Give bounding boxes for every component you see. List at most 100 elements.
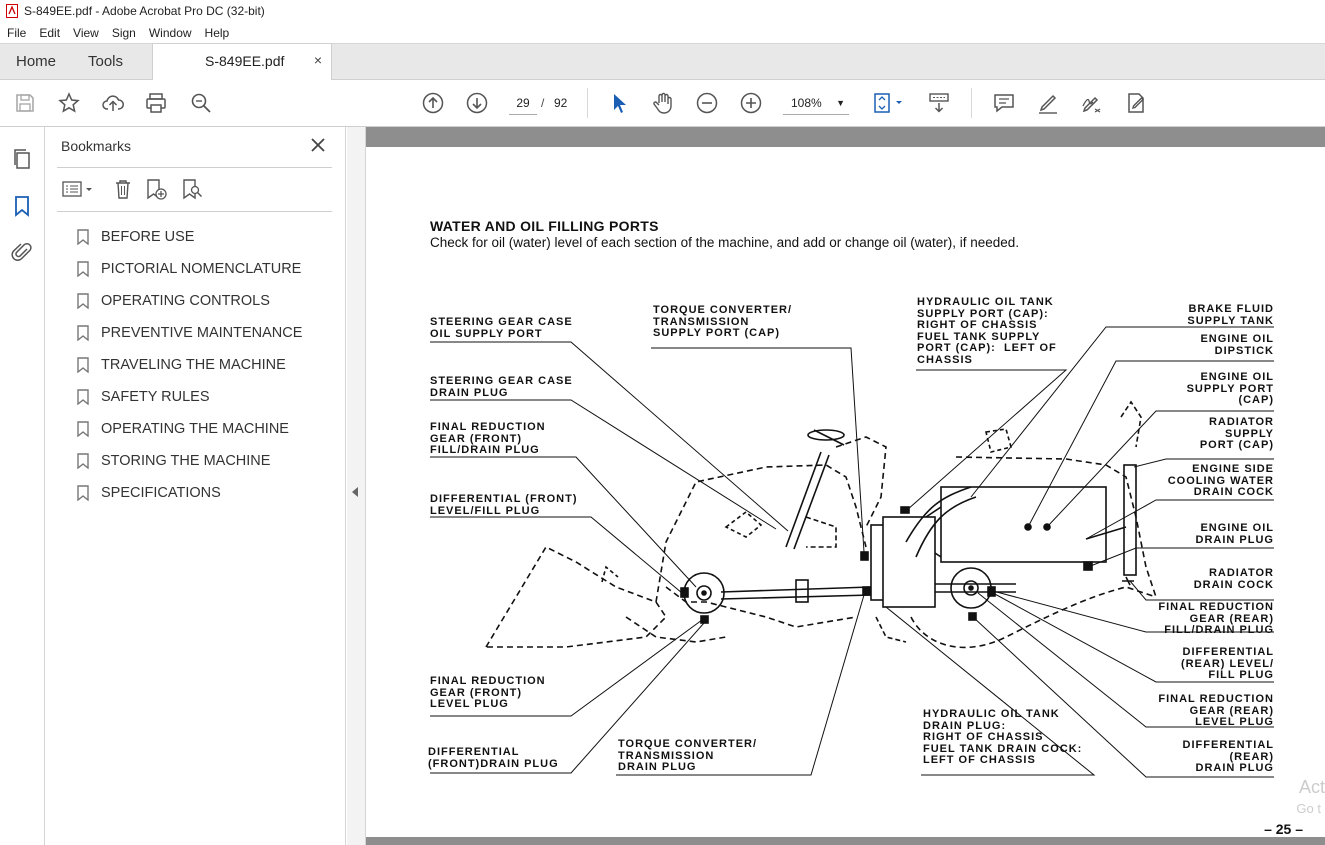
label-hydraulic-tank-supply: HYDRAULIC OIL TANK SUPPLY PORT (CAP): RI… — [917, 296, 1057, 366]
bookmark-item[interactable]: STORING THE MACHINE — [77, 445, 302, 477]
zoom-level-value: 108% — [791, 96, 822, 110]
menu-edit[interactable]: Edit — [39, 25, 61, 40]
zoom-in-icon[interactable] — [739, 91, 763, 115]
menu-help[interactable]: Help — [204, 25, 230, 40]
page-heading: WATER AND OIL FILLING PORTS — [430, 218, 659, 234]
menu-bar: File Edit View Sign Window Help — [0, 22, 1325, 43]
label-engine-side-drain: ENGINE SIDE COOLING WATER DRAIN COCK — [1167, 463, 1274, 498]
fill-sign-icon[interactable] — [1124, 91, 1148, 115]
label-final-reduction-front-fill: FINAL REDUCTION GEAR (FRONT) FILL/DRAIN … — [430, 421, 546, 456]
toolbar-divider — [971, 88, 972, 118]
divider — [57, 167, 332, 168]
pdf-page: WATER AND OIL FILLING PORTS Check for oi… — [366, 147, 1325, 837]
collapse-arrow-icon — [352, 487, 358, 497]
bookmark-item[interactable]: BEFORE USE — [77, 221, 302, 253]
find-bookmark-icon[interactable] — [181, 178, 203, 200]
upload-cloud-icon[interactable] — [101, 91, 125, 115]
tab-home[interactable]: Home — [16, 53, 57, 70]
bookmark-item[interactable]: PICTORIAL NOMENCLATURE — [77, 253, 302, 285]
menu-window[interactable]: Window — [148, 25, 192, 40]
label-radiator-supply: RADIATOR SUPPLY PORT (CAP) — [1199, 416, 1274, 451]
bookmarks-icon[interactable] — [10, 194, 34, 218]
draw-signature-icon[interactable] — [1080, 91, 1104, 115]
label-brake-fluid: BRAKE FLUID SUPPLY TANK — [1187, 303, 1274, 327]
menu-view[interactable]: View — [73, 25, 99, 40]
bookmark-label: PICTORIAL NOMENCLATURE — [101, 261, 302, 277]
star-icon[interactable] — [57, 91, 81, 115]
menu-sign[interactable]: Sign — [111, 25, 136, 40]
total-pages: 92 — [554, 96, 568, 110]
close-panel-icon[interactable] — [309, 136, 327, 154]
bookmark-item[interactable]: OPERATING CONTROLS — [77, 285, 302, 317]
menu-file[interactable]: File — [7, 25, 27, 40]
comment-icon[interactable] — [992, 91, 1016, 115]
bookmarks-panel: Bookmarks BEFORE USE PICTORIAL NOMENCLAT… — [45, 127, 346, 845]
page-subheading: Check for oil (water) level of each sect… — [430, 235, 1020, 250]
bookmark-icon — [77, 485, 89, 501]
toolbar: 29 / 92 108% ▼ — [0, 80, 1325, 127]
next-page-icon[interactable] — [465, 91, 489, 115]
label-final-reduction-rear-level: FINAL REDUCTION GEAR (REAR) LEVEL PLUG — [1158, 693, 1274, 728]
close-tab-icon[interactable]: × — [313, 52, 322, 68]
print-icon[interactable] — [144, 91, 168, 115]
hand-tool-icon[interactable] — [651, 91, 675, 115]
machine-diagram — [430, 326, 1274, 778]
bookmark-icon — [77, 261, 89, 277]
tab-tools[interactable]: Tools — [88, 53, 124, 70]
save-icon[interactable] — [13, 91, 37, 115]
fit-page-icon[interactable] — [871, 91, 907, 115]
previous-page-icon[interactable] — [421, 91, 445, 115]
tab-document-label: S-849EE.pdf — [205, 53, 285, 69]
label-steering-gear-case-drain: STEERING GEAR CASE DRAIN PLUG — [430, 375, 573, 399]
navigation-rail — [0, 127, 45, 845]
page-gap — [366, 837, 1325, 845]
bookmark-icon — [77, 325, 89, 341]
highlight-pen-icon[interactable] — [1036, 91, 1060, 115]
zoom-out-icon[interactable] — [695, 91, 719, 115]
label-radiator-drain: RADIATOR DRAIN COCK — [1193, 567, 1274, 591]
bookmark-item[interactable]: SAFETY RULES — [77, 381, 302, 413]
panel-collapse-handle[interactable] — [347, 127, 366, 845]
bookmark-label: TRAVELING THE MACHINE — [101, 357, 286, 373]
bookmark-tools — [57, 175, 332, 205]
attachments-icon[interactable] — [10, 240, 34, 264]
bookmark-label: PREVENTIVE MAINTENANCE — [101, 325, 303, 341]
bookmarks-panel-title: Bookmarks — [61, 138, 132, 154]
current-page-input[interactable]: 29 — [509, 91, 537, 115]
tab-bar: Home Tools S-849EE.pdf × — [0, 43, 1325, 81]
label-final-reduction-rear-fill: FINAL REDUCTION GEAR (REAR) FILL/DRAIN P… — [1158, 601, 1274, 636]
bookmark-item[interactable]: TRAVELING THE MACHINE — [77, 349, 302, 381]
select-arrow-icon[interactable] — [607, 91, 631, 115]
zoom-level-dropdown[interactable]: 108% ▼ — [783, 91, 849, 115]
label-torque-converter-drain: TORQUE CONVERTER/ TRANSMISSION DRAIN PLU… — [618, 738, 758, 773]
label-differential-rear-drain: DIFFERENTIAL (REAR) DRAIN PLUG — [1182, 739, 1274, 774]
label-final-reduction-front-level: FINAL REDUCTION GEAR (FRONT) LEVEL PLUG — [430, 675, 546, 710]
bookmark-item[interactable]: PREVENTIVE MAINTENANCE — [77, 317, 302, 349]
bookmark-icon — [77, 389, 89, 405]
bookmark-icon — [77, 293, 89, 309]
window-title: S-849EE.pdf - Adobe Acrobat Pro DC (32-b… — [24, 4, 265, 18]
new-bookmark-icon[interactable] — [145, 178, 167, 200]
document-viewer[interactable]: WATER AND OIL FILLING PORTS Check for oi… — [366, 127, 1325, 845]
label-engine-oil-dipstick: ENGINE OIL DIPSTICK — [1200, 333, 1274, 357]
tab-document[interactable]: S-849EE.pdf × — [152, 43, 332, 81]
toolbar-divider — [587, 88, 588, 118]
bookmark-item[interactable]: OPERATING THE MACHINE — [77, 413, 302, 445]
bookmark-label: SAFETY RULES — [101, 389, 210, 405]
activation-watermark: Act — [1298, 777, 1325, 797]
label-differential-front-level: DIFFERENTIAL (FRONT) LEVEL/FILL PLUG — [430, 493, 578, 517]
scroll-mode-icon[interactable] — [927, 91, 951, 115]
label-differential-front-drain: DIFFERENTIAL (FRONT)DRAIN PLUG — [428, 746, 559, 770]
label-hydraulic-tank-drain: HYDRAULIC OIL TANK DRAIN PLUG: RIGHT OF … — [923, 708, 1083, 766]
bookmark-label: OPERATING THE MACHINE — [101, 421, 289, 437]
page-thumbnails-icon[interactable] — [10, 147, 34, 171]
options-menu-icon[interactable] — [61, 178, 95, 200]
label-steering-gear-case-supply: STEERING GEAR CASE OIL SUPPLY PORT — [430, 316, 573, 340]
zoom-search-icon[interactable] — [189, 91, 213, 115]
bookmark-list: BEFORE USE PICTORIAL NOMENCLATURE OPERAT… — [77, 221, 302, 509]
delete-bookmark-icon[interactable] — [112, 178, 134, 200]
bookmark-icon — [77, 421, 89, 437]
bookmark-icon — [77, 229, 89, 245]
bookmark-item[interactable]: SPECIFICATIONS — [77, 477, 302, 509]
page-separator: / — [541, 96, 545, 110]
